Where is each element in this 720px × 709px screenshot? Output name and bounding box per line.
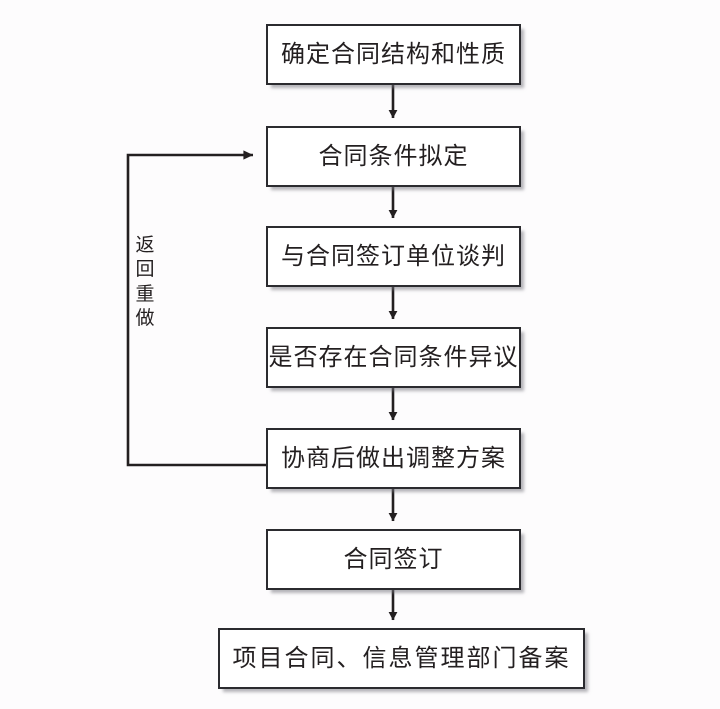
node-adjustment-plan-after-negotiation[interactable]: 协商后做出调整方案 [266, 428, 521, 489]
node-label: 确定合同结构和性质 [281, 41, 506, 68]
node-check-terms-objection[interactable]: 是否存在合同条件异议 [266, 327, 521, 388]
node-contract-signing[interactable]: 合同签订 [266, 529, 521, 590]
feedback-loop-char-3: 重 [135, 283, 155, 305]
node-determine-contract-structure[interactable]: 确定合同结构和性质 [266, 24, 521, 85]
node-label: 合同条件拟定 [318, 143, 469, 170]
node-label: 是否存在合同条件异议 [268, 344, 519, 371]
node-label: 项目合同、信息管理部门备案 [232, 645, 571, 672]
feedback-loop-char-1: 返 [135, 235, 155, 256]
node-label: 协商后做出调整方案 [281, 445, 506, 472]
feedback-loop-label: 返 回 重 做 [133, 234, 157, 331]
node-negotiate-with-signing-party[interactable]: 与合同签订单位谈判 [266, 226, 521, 287]
node-file-with-management-department[interactable]: 项目合同、信息管理部门备案 [218, 628, 585, 689]
feedback-loop-char-2: 回 [135, 259, 155, 281]
node-label: 与合同签订单位谈判 [281, 243, 506, 270]
node-label: 合同签订 [343, 546, 444, 573]
feedback-loop-char-4: 做 [135, 307, 155, 329]
node-draft-contract-terms[interactable]: 合同条件拟定 [266, 126, 521, 187]
